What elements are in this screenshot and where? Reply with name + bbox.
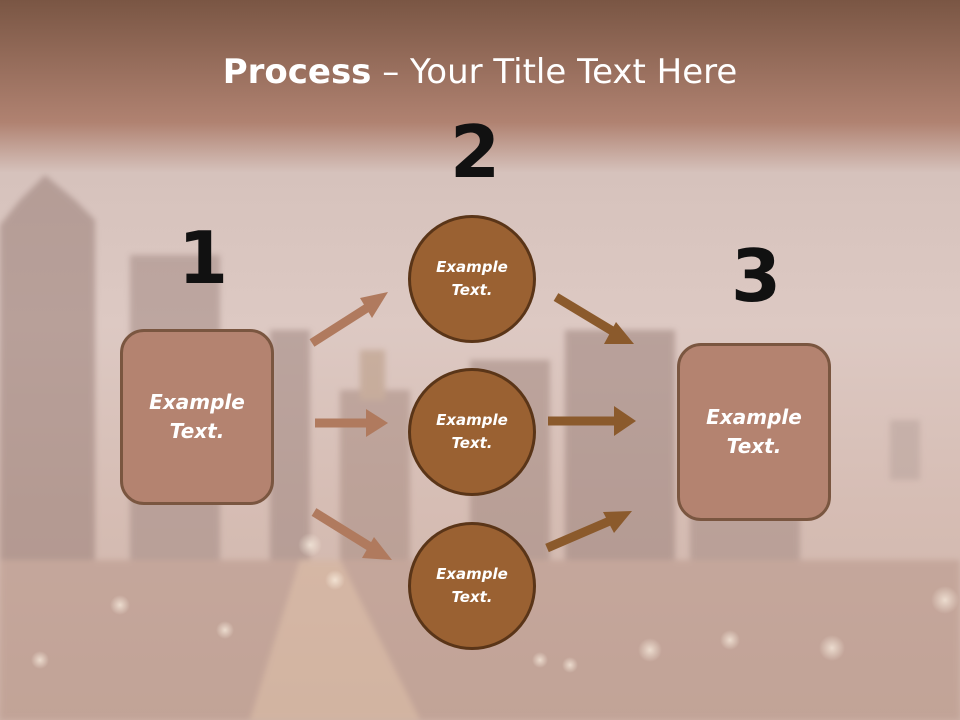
circle-top: Example Text. — [408, 215, 536, 343]
left-box: Example Text. — [120, 329, 274, 505]
circle-middle: Example Text. — [408, 368, 536, 496]
arrow-bottom-to-right — [545, 511, 632, 553]
circle-middle-line2: Text. — [451, 434, 493, 452]
circle-top-line2: Text. — [451, 281, 493, 299]
title-bold: Process — [222, 52, 372, 92]
title-rest: – Your Title Text Here — [371, 52, 738, 92]
arrow-left-to-middle — [315, 409, 388, 437]
circle-bottom-line1: Example — [436, 565, 508, 583]
left-box-line2: Text. — [169, 419, 225, 443]
circle-top-line1: Example — [436, 258, 508, 276]
arrow-top-to-right — [553, 293, 634, 344]
step-number-1: 1 — [178, 216, 229, 300]
circle-bottom-line2: Text. — [451, 588, 493, 606]
right-box: Example Text. — [677, 343, 831, 521]
right-box-line1: Example — [706, 405, 802, 429]
arrow-left-to-bottom — [311, 508, 392, 560]
circle-bottom: Example Text. — [408, 522, 536, 650]
step-number-2: 2 — [450, 110, 501, 194]
step-number-3: 3 — [731, 234, 782, 318]
arrow-middle-to-right — [548, 406, 636, 436]
slide-title: Process – Your Title Text Here — [0, 52, 960, 92]
arrow-left-to-top — [309, 292, 388, 347]
left-box-line1: Example — [149, 390, 245, 414]
circle-middle-line1: Example — [436, 411, 508, 429]
right-box-line2: Text. — [726, 434, 782, 458]
